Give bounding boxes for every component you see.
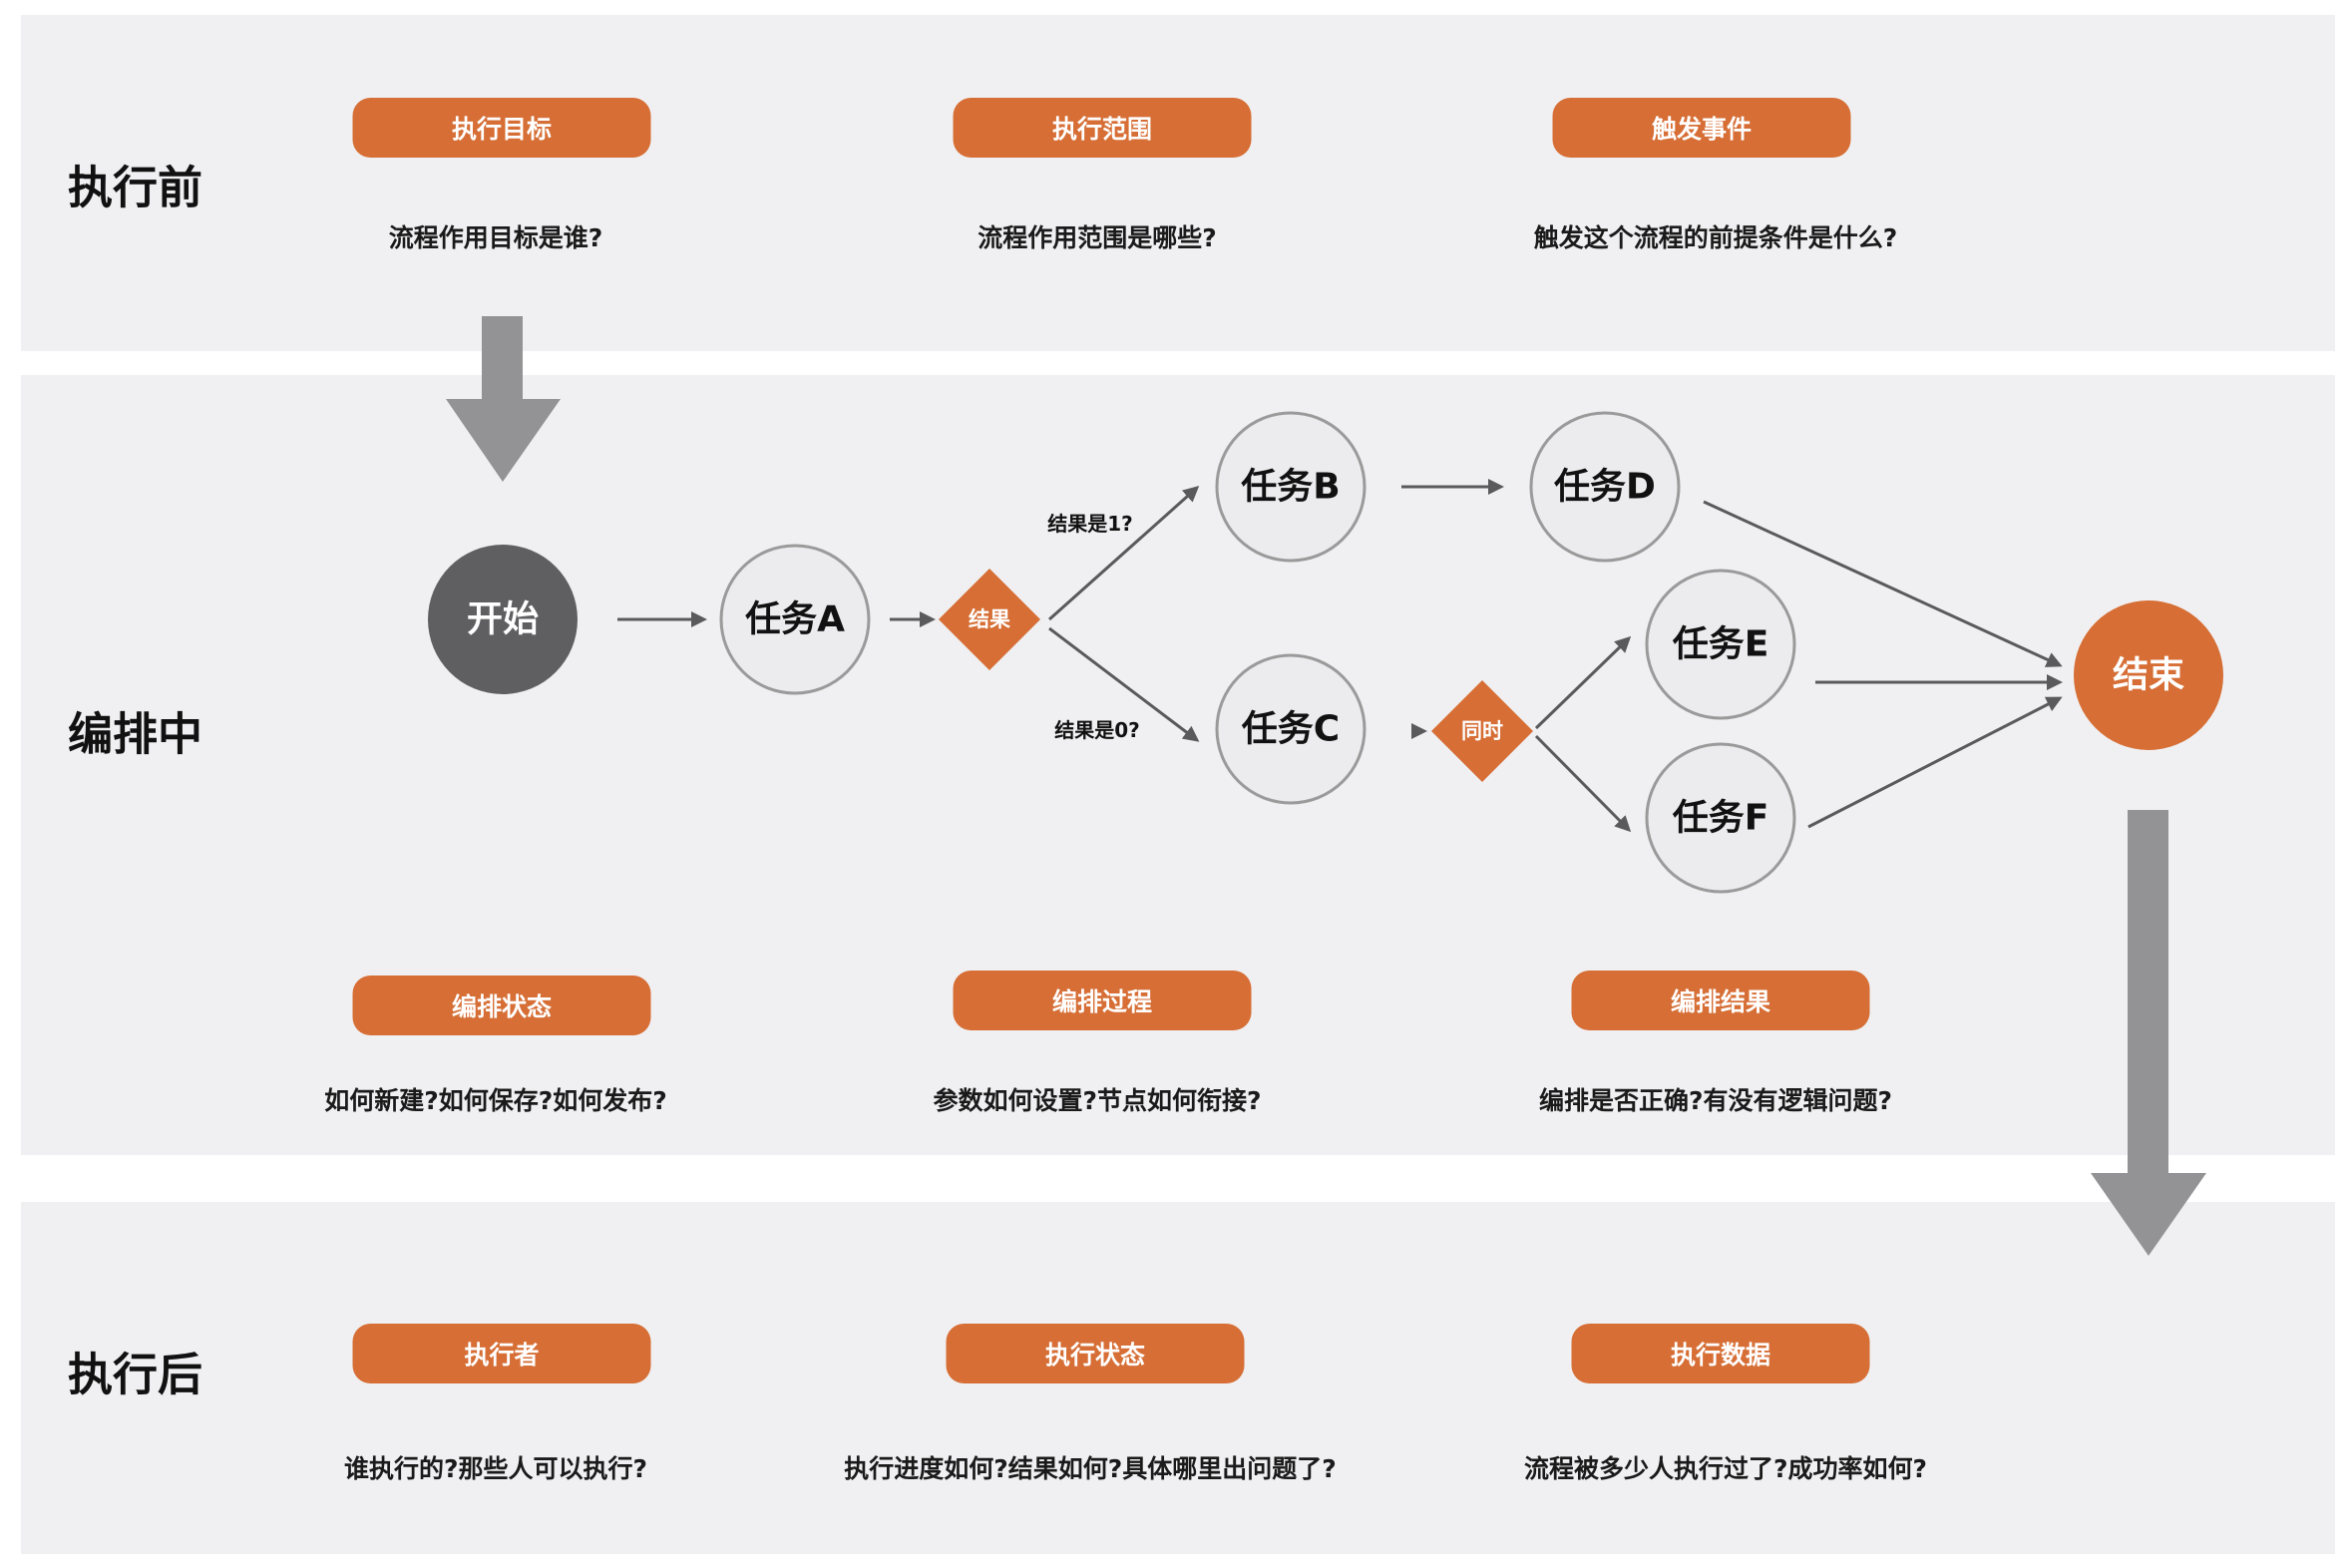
node-parallel-label: 同时 — [1461, 719, 1503, 743]
node-task-c: 任务C — [1215, 653, 1367, 805]
node-task-f: 任务F — [1645, 742, 1796, 894]
node-task-d: 任务D — [1529, 411, 1681, 563]
node-decision: 结果 — [939, 569, 1040, 670]
node-end-label: 结束 — [2113, 655, 2184, 696]
edge-parallel-to-e — [1534, 635, 1632, 730]
pill-execution-scope: 执行范围 — [953, 98, 1252, 158]
node-task-d-label: 任务D — [1554, 467, 1656, 508]
question-execution-scope: 流程作用范围是哪些? — [978, 223, 1217, 252]
pill-orchestration-process: 编排过程 — [953, 971, 1252, 1030]
stage-label-after: 执行后 — [68, 1348, 203, 1401]
node-task-b-label: 任务B — [1241, 467, 1340, 508]
edge-decision-to-c — [1048, 626, 1200, 742]
question-trigger-event: 触发这个流程的前提条件是什么? — [1533, 223, 1898, 252]
node-task-f-label: 任务F — [1673, 798, 1769, 839]
pill-execution-status: 执行状态 — [946, 1324, 1245, 1383]
edge-parallel-to-f — [1534, 734, 1632, 833]
node-decision-label: 结果 — [969, 607, 1010, 631]
node-parallel: 同时 — [1431, 680, 1533, 782]
pill-trigger-event: 触发事件 — [1552, 98, 1851, 158]
node-task-c-label: 任务C — [1242, 709, 1340, 750]
question-orchestration-state: 如何新建?如何保存?如何发布? — [324, 1086, 667, 1115]
stage-label-during: 编排中 — [68, 707, 203, 761]
node-task-b: 任务B — [1215, 411, 1367, 563]
question-orchestration-process: 参数如何设置?节点如何衔接? — [933, 1086, 1262, 1115]
question-execution-data: 流程被多少人执行过了?成功率如何? — [1523, 1454, 1928, 1483]
pill-orchestration-state: 编排状态 — [352, 976, 651, 1035]
pill-execution-data: 执行数据 — [1571, 1324, 1870, 1383]
question-execution-target: 流程作用目标是谁? — [388, 223, 603, 252]
node-start: 开始 — [428, 545, 578, 694]
pill-execution-target: 执行目标 — [352, 98, 651, 158]
pill-executor: 执行者 — [352, 1324, 651, 1383]
node-start-label: 开始 — [467, 599, 539, 640]
edge-decision-to-b — [1048, 486, 1200, 621]
edge-d-to-end — [1703, 500, 2063, 667]
node-task-a-label: 任务A — [745, 599, 845, 640]
edge-f-to-end — [1807, 696, 2063, 829]
question-execution-status: 执行进度如何?结果如何?具体哪里出问题了? — [844, 1454, 1337, 1483]
down-arrow-into-orchestration-icon — [446, 316, 561, 482]
question-orchestration-result: 编排是否正确?有没有逻辑问题? — [1538, 1086, 1893, 1115]
node-task-e-label: 任务E — [1673, 624, 1769, 665]
node-end: 结束 — [2074, 600, 2223, 750]
node-task-a: 任务A — [719, 544, 871, 695]
stage-label-before: 执行前 — [68, 161, 203, 214]
edge-label-result-1: 结果是1? — [1047, 512, 1133, 536]
down-arrow-into-after-icon — [2091, 810, 2206, 1256]
node-task-e: 任务E — [1645, 569, 1796, 720]
pill-orchestration-result: 编排结果 — [1571, 971, 1870, 1030]
edge-label-result-0: 结果是0? — [1054, 718, 1140, 742]
stage-before-band — [21, 15, 2335, 351]
question-executor: 谁执行的?那些人可以执行? — [343, 1454, 648, 1483]
